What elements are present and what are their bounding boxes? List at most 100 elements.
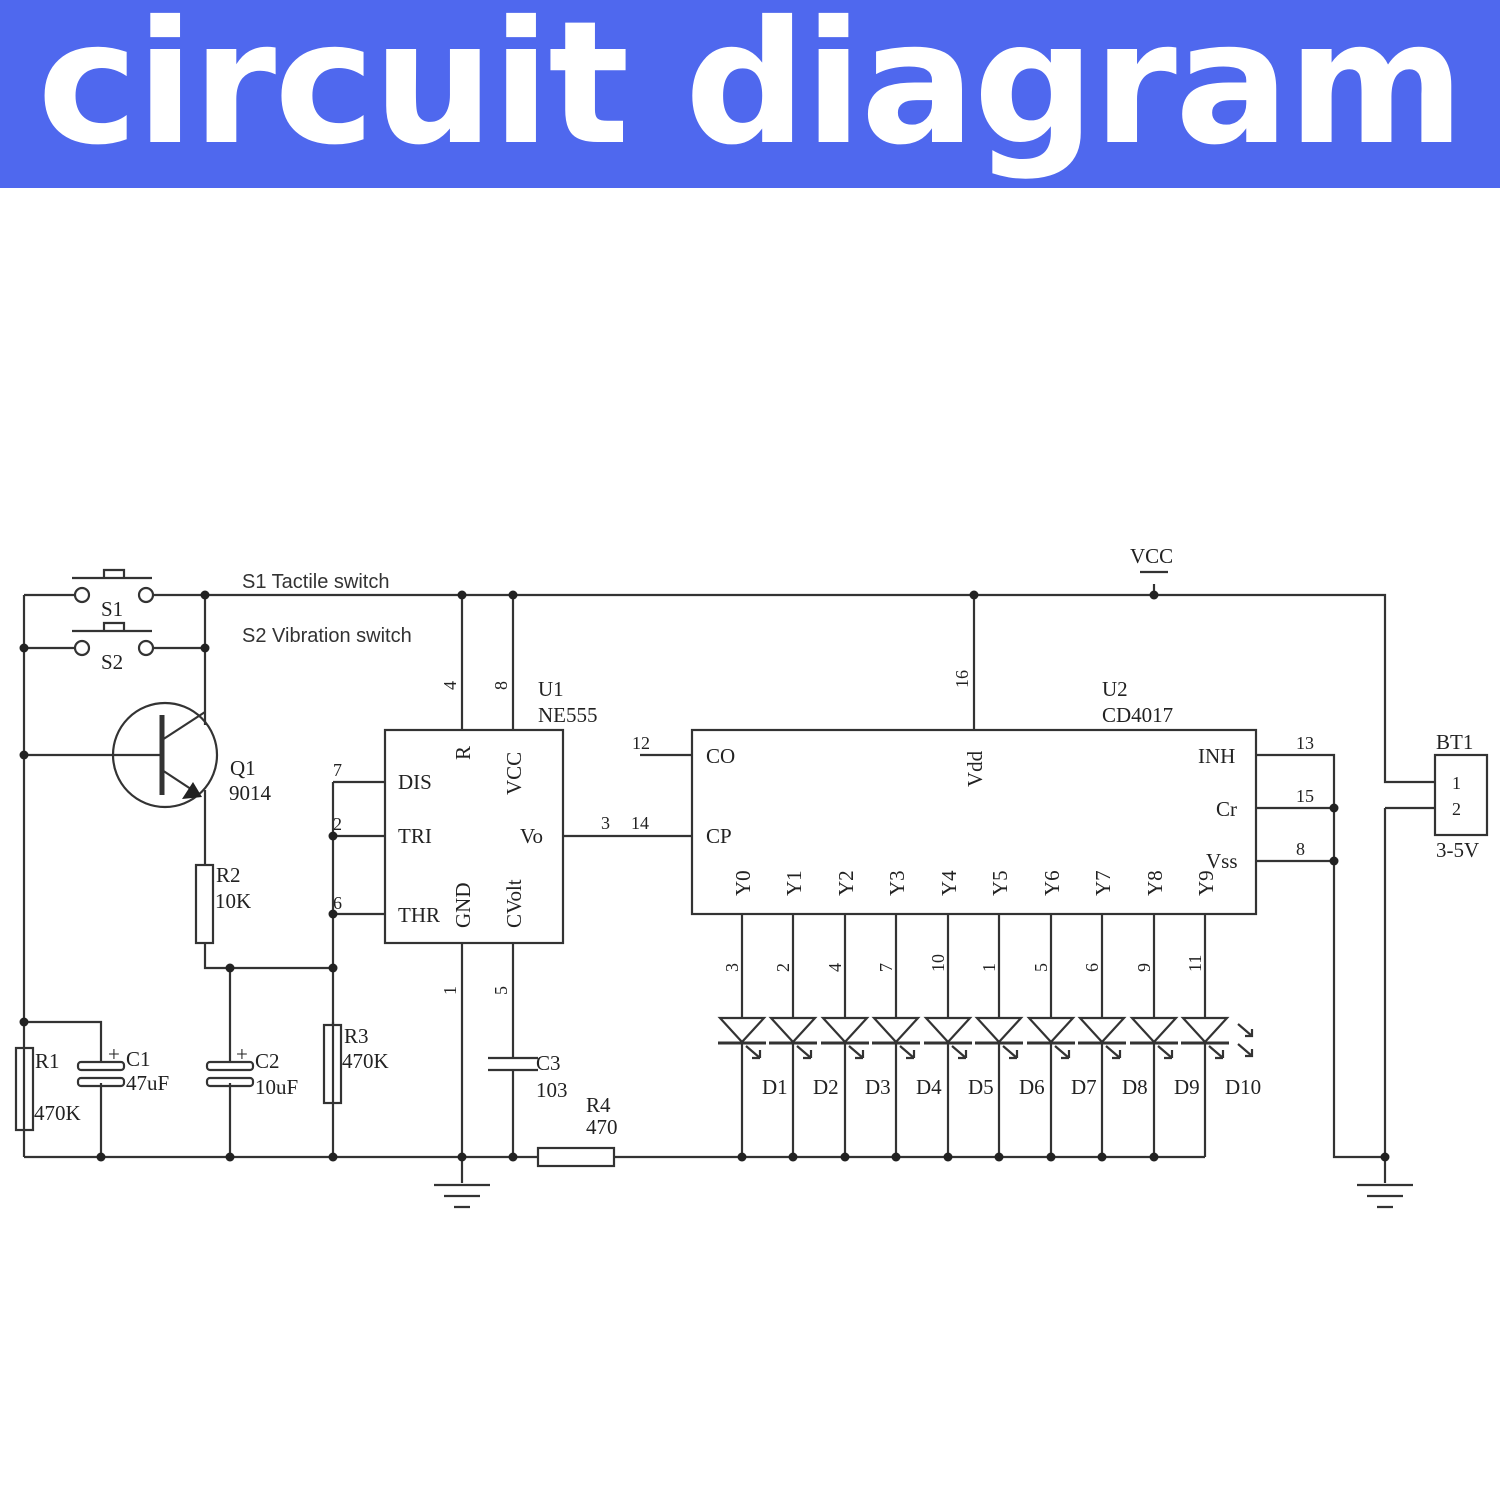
junction-dot [19,750,29,760]
led-label: D6 [1019,1075,1045,1099]
junction-dot [788,1152,798,1162]
ic-u1-ne555 [383,728,565,945]
u1-pinnum-vo: 3 [601,813,610,833]
u2-output-name: Y4 [937,870,961,896]
junction-dot [225,963,235,973]
title-banner: circuit diagram [0,0,1500,188]
junction-dot [969,590,979,600]
r1-value: 470K [34,1101,81,1125]
u2-part: CD4017 [1102,703,1173,727]
u1-pinnum-r: 4 [440,681,460,690]
u1-pinnum-gnd: 1 [440,986,460,995]
led-label: D2 [813,1075,839,1099]
led-label: D5 [968,1075,994,1099]
led-diode-body [871,1016,921,1044]
led-light-arrow [1002,1045,1019,1060]
led-light-arrow [1157,1045,1174,1060]
led-light-arrow [1105,1045,1122,1060]
ground-symbol-left [434,1183,490,1209]
led-light-arrow [899,1045,916,1060]
junction-dot [328,963,338,973]
u2-pinnum-vss: 8 [1296,839,1305,859]
r2-label: R2 [216,863,241,887]
junction-dots [19,590,1390,1162]
led-label: D3 [865,1075,891,1099]
resistor-r3 [322,1023,343,1105]
led-light-arrow [796,1045,813,1060]
u1-pin-gnd: GND [451,883,475,929]
u1-pinnum-vcc: 8 [491,681,511,690]
u1-pinnum-tri: 2 [333,814,342,834]
u2-output-name: Y1 [782,870,806,896]
u2-output-pin-number: 10 [928,954,948,972]
led-light-arrow [951,1045,968,1060]
u2-ref: U2 [1102,677,1128,701]
led-light-arrow [1208,1045,1225,1060]
u1-pin-vcc: VCC [502,752,526,795]
junction-dot [19,643,29,653]
junction-dot [1149,590,1159,600]
led-label: D7 [1071,1075,1097,1099]
c1-value: 47uF [126,1071,169,1095]
junction-dot [994,1152,1004,1162]
resistor-r4 [536,1146,616,1168]
u2-pinnum-inh: 13 [1296,733,1314,753]
led-diode-body [923,1016,973,1044]
u2-pinnum-vdd: 16 [952,670,972,688]
q1-value: 9014 [229,781,272,805]
switch-s2 [72,621,155,657]
junction-dot [1149,1152,1159,1162]
c3-label: C3 [536,1051,561,1075]
switch-s1 [72,568,155,604]
junction-dot [200,643,210,653]
u2-output-pin-number: 7 [876,963,896,972]
led-diode-body [1077,1016,1127,1044]
u2-pinnum-cp: 14 [631,813,649,833]
u2-output-pin-number: 1 [979,963,999,972]
q1-label: Q1 [230,756,256,780]
u2-output-name: Y5 [988,870,1012,896]
junction-dot [1329,803,1339,813]
u1-pin-tri: TRI [398,824,432,848]
led-d10-emission-arrows [1237,1023,1254,1058]
u2-pin-cp: CP [706,824,732,848]
r3-value: 470K [342,1049,389,1073]
junction-dot [508,1152,518,1162]
bt1-pin-2: 2 [1452,799,1461,819]
connector-bt1 [1433,753,1489,837]
bt1-label: BT1 [1436,730,1473,754]
led-diode-body [974,1016,1024,1044]
capacitor-c2 [205,1060,255,1088]
u2-output-name: Y9 [1194,870,1218,896]
u2-output-pin-number: 9 [1134,963,1154,972]
led-light-arrow [745,1045,762,1060]
junction-dot [19,1017,29,1027]
u1-pinnum-dis: 7 [333,760,342,780]
junction-dot [1329,856,1339,866]
s1-label: S1 [101,597,123,621]
led-diode-body [768,1016,818,1044]
vcc-rail-label: VCC [1130,544,1173,568]
led-diode-body [1180,1016,1230,1044]
junction-dot [1097,1152,1107,1162]
wires [22,570,1435,1183]
junction-dot [328,909,338,919]
u1-pin-vo: Vo [520,824,543,848]
u1-pinnum-thr: 6 [333,893,342,913]
c2-label: C2 [255,1049,280,1073]
u2-output-pin-number: 2 [773,963,793,972]
s1-description: S1 Tactile switch [242,571,389,593]
u2-pin-inh: INH [1198,744,1235,768]
led-label: D8 [1122,1075,1148,1099]
resistor-r2 [194,863,215,945]
junction-dot [457,590,467,600]
u2-output-pin-number: 6 [1082,963,1102,972]
led-label: D10 [1225,1075,1261,1099]
u2-output-name: Y8 [1143,870,1167,896]
